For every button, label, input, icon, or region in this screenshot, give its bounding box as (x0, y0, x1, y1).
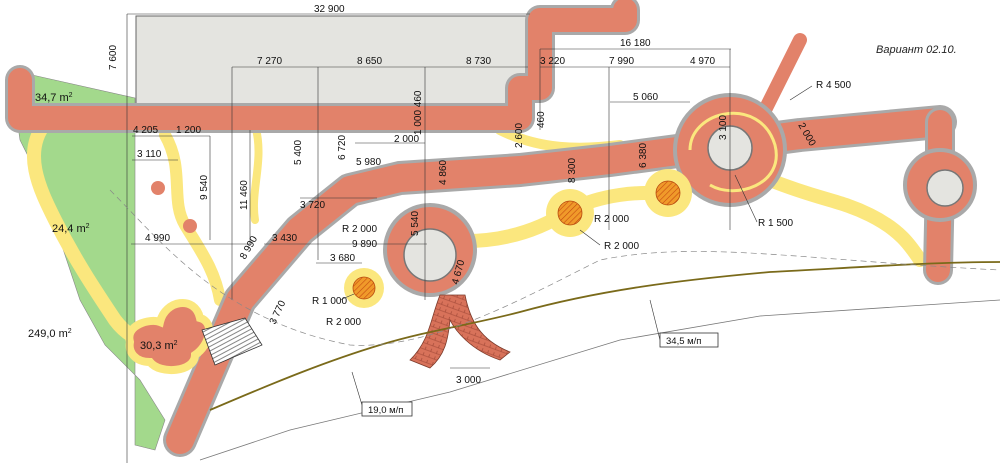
radius-2000-c: R 2 000 (604, 241, 639, 252)
dim-3430: 3 430 (272, 233, 297, 244)
dim-5060: 5 060 (633, 92, 658, 103)
dim-6720: 6 720 (337, 135, 348, 160)
dim-3220: 3 220 (540, 56, 565, 67)
dim-11460: 11 460 (239, 180, 250, 210)
dim-3110: 3 110 (137, 149, 162, 160)
area-label-2: 24,4 m2 (52, 223, 90, 235)
dim-5980: 5 980 (356, 157, 381, 168)
area-label-4: 30,3 m2 (140, 340, 178, 352)
dim-7990: 7 990 (609, 56, 634, 67)
trees (151, 169, 692, 308)
svg-text:19,0 м/п: 19,0 м/п (368, 405, 403, 416)
svg-text:249,0 m2: 249,0 m2 (28, 328, 72, 340)
dim-4990: 4 990 (145, 233, 170, 244)
shrub-2 (183, 219, 197, 233)
dim-3680: 3 680 (330, 253, 355, 264)
dim-2600: 2 600 (514, 123, 525, 148)
fountain-far-east (926, 169, 964, 207)
dim-2000a: 2 000 (394, 134, 419, 145)
dim-9540: 9 540 (199, 175, 210, 200)
fountain-central (403, 228, 457, 282)
stairs-west (201, 317, 263, 366)
svg-text:24,4 m2: 24,4 m2 (52, 223, 90, 235)
svg-text:30,3 m2: 30,3 m2 (140, 340, 178, 352)
dim-7270: 7 270 (257, 56, 282, 67)
area-label-3: 249,0 m2 (28, 328, 72, 340)
brick-fan (409, 294, 511, 369)
tree-1 (557, 200, 583, 226)
dim-3100: 3 100 (718, 115, 729, 140)
radius-2000-a: R 2 000 (342, 224, 377, 235)
svg-text:34,5 м/п: 34,5 м/п (666, 336, 701, 347)
dim-top-total: 32 900 (314, 4, 345, 15)
variant-label: Вариант 02.10. (876, 44, 957, 56)
dim-8650: 8 650 (357, 56, 382, 67)
dim-8730: 8 730 (466, 56, 491, 67)
dim-1000-460: 1 000 460 (413, 90, 424, 135)
dim-1200: 1 200 (176, 125, 201, 136)
shrub-1 (151, 181, 165, 195)
dim-6380: 6 380 (638, 143, 649, 168)
pond (125, 298, 213, 375)
dim-left-vertical: 7 600 (108, 45, 119, 70)
dim-16180: 16 180 (620, 38, 651, 49)
dim-4860: 4 860 (438, 160, 449, 185)
radius-4500: R 4 500 (816, 80, 851, 91)
dim-5540: 5 540 (410, 211, 421, 236)
tree-3 (352, 276, 376, 300)
svg-text:34,7 m2: 34,7 m2 (35, 92, 73, 104)
dim-8300: 8 300 (567, 158, 578, 183)
dash-boundary (109, 189, 1000, 346)
dimension-lines (126, 13, 731, 463)
dim-4970: 4 970 (690, 56, 715, 67)
yellow-ring-east (688, 111, 778, 193)
dim-3770: 3 770 (268, 299, 289, 327)
curb-line (209, 261, 1000, 411)
dim-9890: 9 890 (352, 239, 377, 250)
radius-1000: R 1 000 (312, 296, 347, 307)
radius-1500: R 1 500 (758, 218, 793, 229)
tree-2 (655, 180, 681, 206)
dim-3000: 3 000 (456, 375, 481, 386)
dim-3720: 3 720 (300, 200, 325, 211)
site-boundary (199, 299, 1000, 461)
dim-5400: 5 400 (293, 140, 304, 165)
callout-curb-short: 19,0 м/п (351, 371, 413, 417)
area-label-1: 34,7 m2 (35, 92, 73, 104)
dim-4205: 4 205 (133, 125, 158, 136)
radius-2000-b: R 2 000 (594, 214, 629, 225)
radius-2000-d: R 2 000 (326, 317, 361, 328)
callout-curb-long: 34,5 м/п (649, 299, 719, 348)
dim-460: 460 (536, 111, 547, 128)
